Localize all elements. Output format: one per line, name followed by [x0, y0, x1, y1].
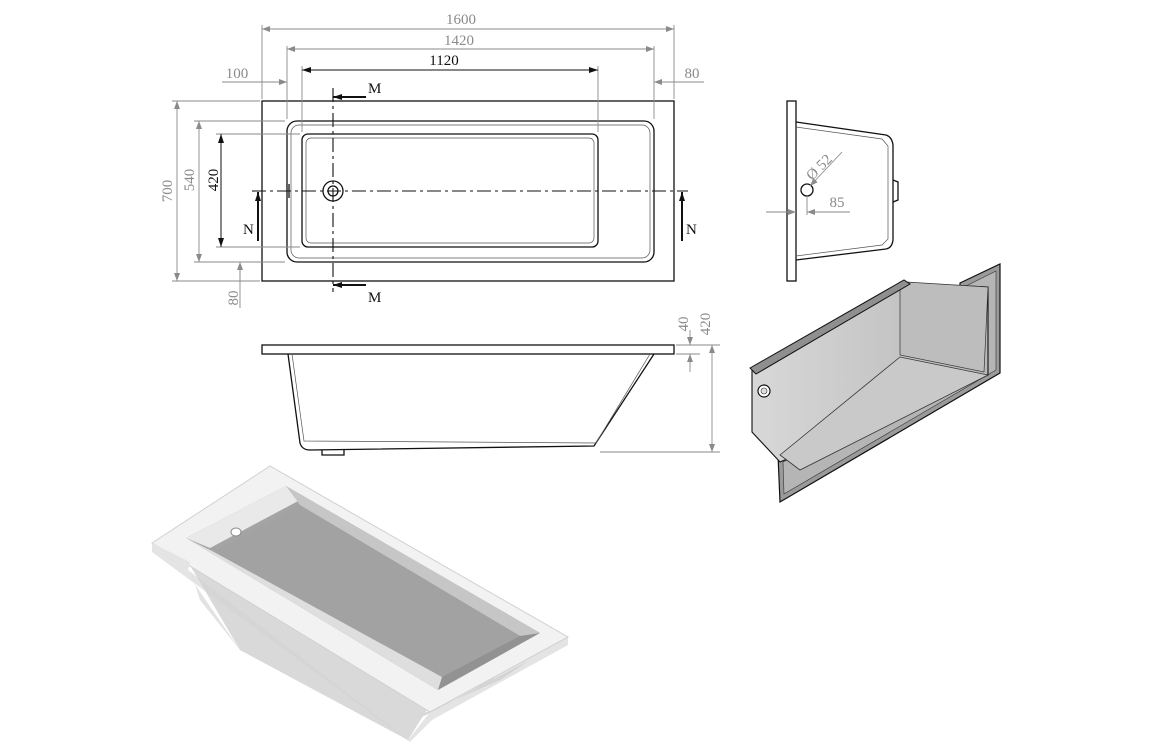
render-overflow-hole — [230, 527, 242, 537]
dim-left-offset: 100 — [226, 66, 249, 82]
dim-inner-width: 540 — [182, 169, 198, 192]
section-m-bottom-label: M — [368, 290, 381, 306]
render-inner-far-wall — [286, 486, 540, 636]
dim-inner-length: 1420 — [444, 33, 474, 49]
end-rim — [786, 100, 797, 282]
bath-bottom-outline-inset — [305, 137, 595, 244]
top-view: M M N N 1600 1420 1120 100 80 — [160, 12, 704, 308]
render-inner-near-wall — [186, 538, 442, 690]
cutaway-top-edge — [749, 279, 911, 375]
dim-rim-thickness: 40 — [676, 317, 692, 332]
render-inner-floor — [214, 506, 520, 677]
render-outer-skirt — [152, 543, 190, 570]
render-outer-front — [152, 552, 568, 742]
side-rim — [261, 344, 675, 355]
end-waste-hole — [800, 183, 814, 197]
section-n-right-label: N — [686, 222, 697, 238]
dim-bottom-width: 420 — [206, 169, 222, 192]
end-overflow-fitting — [892, 179, 899, 203]
dim-bottom-length: 1120 — [429, 53, 458, 69]
dim-overall-width: 700 — [160, 180, 176, 203]
side-body-inner-line — [291, 353, 651, 444]
render-3d-view — [151, 465, 570, 742]
dim-waste-height: 85 — [830, 195, 845, 211]
dim-overall-height: 420 — [698, 313, 714, 336]
dim-overall-length: 1600 — [446, 12, 476, 28]
cutaway-waste-hole-inner — [760, 387, 768, 395]
end-section-view: Ø 52 85 — [766, 100, 899, 282]
end-body-outline — [795, 121, 894, 261]
section-m-top-label: M — [368, 81, 381, 97]
dim-right-offset: 80 — [685, 66, 700, 82]
side-body-outline — [287, 353, 655, 451]
end-body-inner — [795, 126, 889, 257]
render-inner-left-wall — [186, 486, 300, 548]
left-extension-lines — [172, 100, 300, 282]
side-foot — [321, 450, 345, 456]
dim-bottom-offset: 80 — [226, 291, 242, 306]
dim-line-waste-diameter — [809, 151, 843, 187]
cutaway-bath-floor — [779, 356, 990, 471]
section-n-left-label: N — [243, 222, 254, 238]
cutaway-3d-view — [749, 263, 1001, 504]
side-view: 40 420 — [261, 313, 720, 456]
dim-waste-diameter: Ø 52 — [804, 152, 836, 184]
